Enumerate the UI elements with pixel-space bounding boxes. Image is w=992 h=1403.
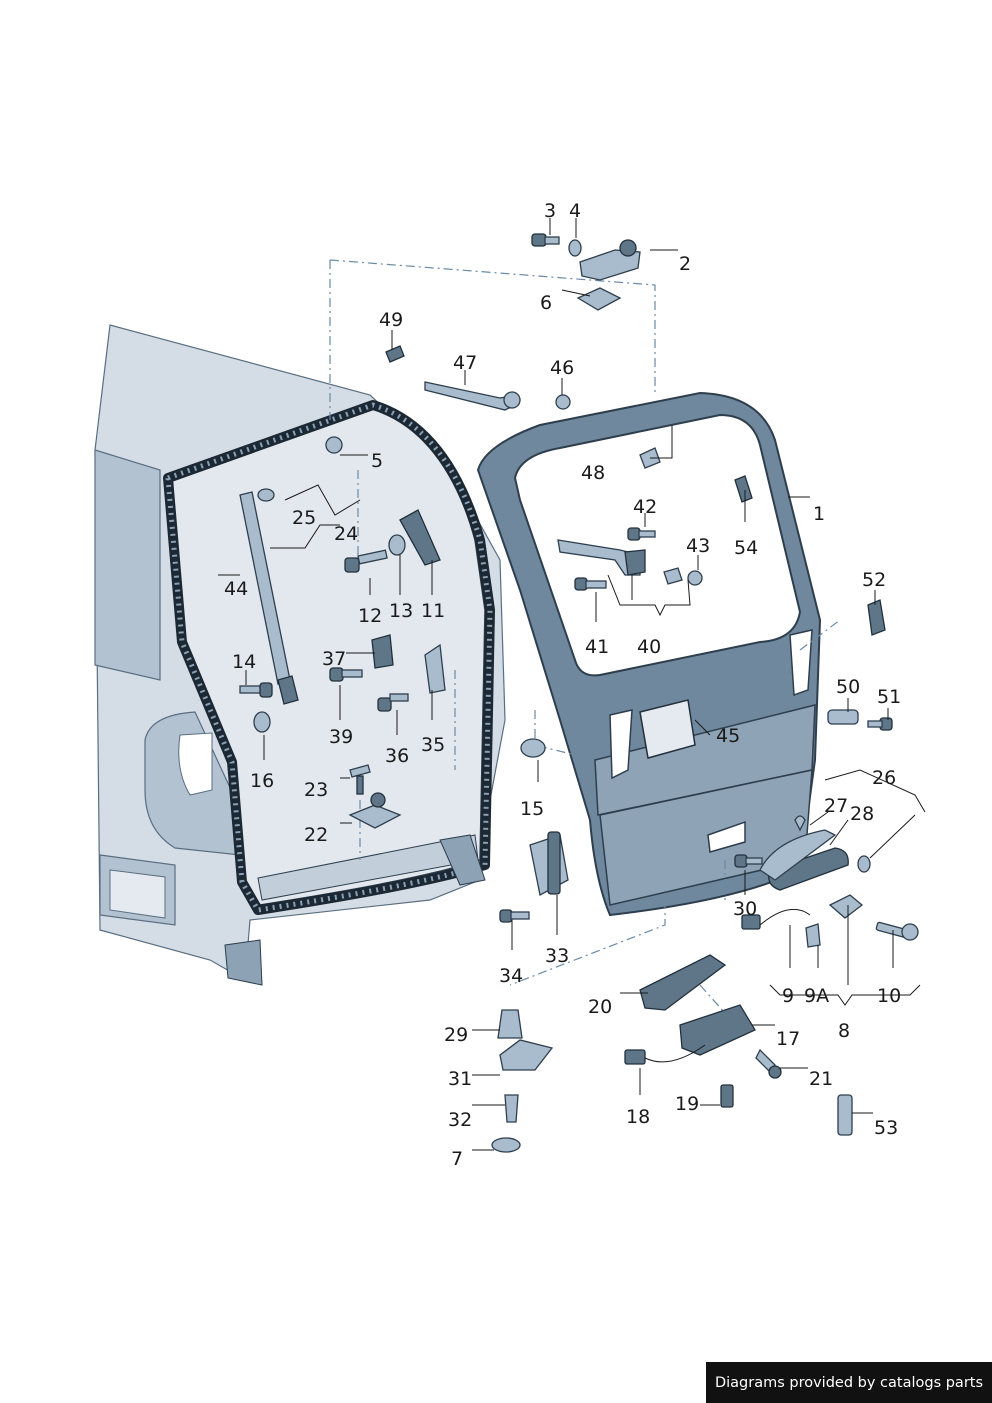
callout-3: 3 [544,200,556,222]
callout-40: 40 [637,636,661,658]
callout-11: 11 [421,600,445,622]
callout-20: 20 [588,996,612,1018]
callout-52: 52 [862,569,886,591]
callout-23: 23 [304,779,328,801]
callout-9: 9 [782,985,794,1007]
callout-42: 42 [633,496,657,518]
callout-46: 46 [550,357,574,379]
callout-47: 47 [453,352,477,374]
callout-24: 24 [334,523,358,545]
callout-19: 19 [675,1093,699,1115]
callout-27: 27 [824,795,848,817]
callout-54: 54 [734,537,758,559]
callout-33: 33 [545,945,569,967]
assembly-lines [329,259,841,1031]
callout-17: 17 [776,1028,800,1050]
callout-12: 12 [358,605,382,627]
callout-32: 32 [448,1109,472,1131]
callout-50: 50 [836,676,860,698]
callout-31: 31 [448,1068,472,1090]
vehicle-body [94,324,506,986]
callout-21: 21 [809,1068,833,1090]
callout-16: 16 [250,770,274,792]
callout-14: 14 [232,651,256,673]
callout-18: 18 [626,1106,650,1128]
footer-credit: Diagrams provided by catalogs parts [706,1362,992,1403]
callout-8: 8 [838,1020,850,1042]
tailgate-panel [476,391,822,917]
callout-45: 45 [716,725,740,747]
callout-48: 48 [581,462,605,484]
callout-53: 53 [874,1117,898,1139]
callout-35: 35 [421,734,445,756]
callout-51: 51 [877,686,901,708]
callout-49: 49 [379,309,403,331]
parts [239,233,919,1153]
callout-1: 1 [813,503,825,525]
callout-26: 26 [872,767,896,789]
callout-36: 36 [385,745,409,767]
callout-29: 29 [444,1024,468,1046]
callout-13: 13 [389,600,413,622]
leader-lines [218,218,926,1151]
callout-44: 44 [224,578,248,600]
callout-22: 22 [304,824,328,846]
callout-43: 43 [686,535,710,557]
callout-34: 34 [499,965,523,987]
callout-28: 28 [850,803,874,825]
callout-6: 6 [540,292,552,314]
callout-labels: 1 2 3 4 5 6 7 8 9 9A 10 11 12 13 14 15 1… [224,200,901,1170]
callout-4: 4 [569,200,581,222]
callout-10: 10 [877,985,901,1007]
callout-30: 30 [733,898,757,920]
callout-41: 41 [585,636,609,658]
callout-25: 25 [292,507,316,529]
callout-39: 39 [329,726,353,748]
callout-7: 7 [451,1148,463,1170]
callout-2: 2 [679,253,691,275]
callout-5: 5 [371,450,383,472]
callout-37: 37 [322,648,346,670]
callout-15: 15 [520,798,544,820]
callout-9a: 9A [804,985,829,1007]
